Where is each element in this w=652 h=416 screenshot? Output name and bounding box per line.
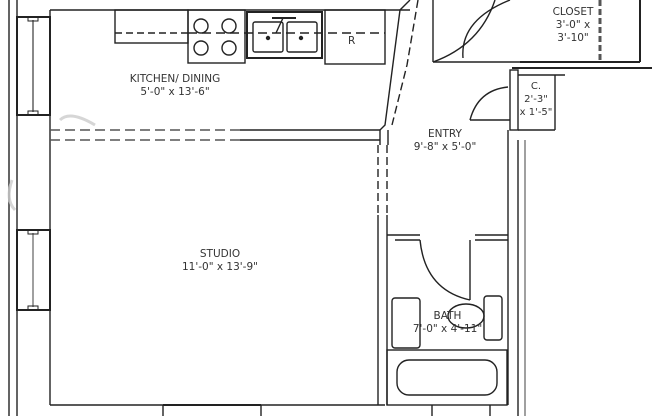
coat-closet-walls xyxy=(469,69,565,131)
room-label-studio: STUDIO 11'-0" x 13'-9" xyxy=(160,248,280,274)
closet-walls xyxy=(432,0,652,69)
room-dimensions: 5'-0" x 13'-6" xyxy=(140,86,210,98)
toilet xyxy=(447,295,503,341)
room-dimensions: 9'-8" x 5'-0" xyxy=(413,141,477,153)
window-west-lower xyxy=(16,229,51,311)
window-west-upper xyxy=(16,16,51,116)
stove xyxy=(187,9,246,64)
kitchen-counter-left xyxy=(114,9,189,44)
room-name: BATH xyxy=(433,310,462,322)
kitchen-fridge-label: R xyxy=(348,35,356,47)
room-label-coat-closet: C. 2'-3" x 1'-5" xyxy=(512,80,560,119)
room-dimensions-line1: 3'-0" x xyxy=(555,19,591,31)
room-dimensions-line2: 3'-10" xyxy=(557,32,589,44)
refrigerator xyxy=(324,9,386,65)
room-label-closet: CLOSET 3'-0" x 3'-10" xyxy=(545,6,601,45)
room-name: STUDIO xyxy=(199,248,241,260)
room-name: KITCHEN/ DINING xyxy=(129,73,221,85)
room-name: CLOSET xyxy=(552,6,594,18)
room-name: ENTRY xyxy=(428,128,462,140)
watermark xyxy=(7,114,96,212)
room-label-bath: BATH 7'-0" x 4'-11" xyxy=(400,310,495,336)
room-dimensions: 7'-0" x 4'-11" xyxy=(412,323,483,335)
room-name: C. xyxy=(530,81,542,92)
room-dimensions-line1: 2'-3" xyxy=(524,94,548,105)
bath-walls xyxy=(387,234,509,405)
kitchen-sink xyxy=(246,11,323,59)
room-label-entry: ENTRY 9'-8" x 5'-0" xyxy=(400,128,490,154)
room-label-kitchen: KITCHEN/ DINING 5'-0" x 13'-6" xyxy=(115,73,235,99)
bath-vanity xyxy=(391,297,421,349)
bathtub xyxy=(386,349,508,406)
room-dimensions: 11'-0" x 13'-9" xyxy=(182,261,258,273)
room-dimensions-line2: x 1'-5" xyxy=(519,107,553,118)
